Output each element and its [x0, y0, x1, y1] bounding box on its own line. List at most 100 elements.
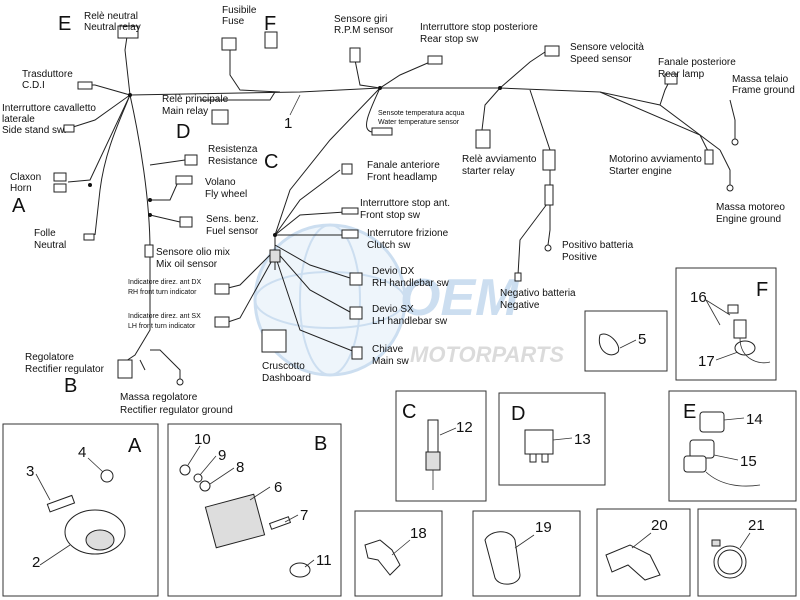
- panel-d-number-13: 13: [574, 431, 591, 448]
- fuel-sensor-connector-icon: [179, 216, 193, 228]
- panel-c-letter: C: [402, 401, 416, 423]
- harness-wires: [67, 29, 736, 380]
- panel-a-number-3: 3: [26, 463, 34, 480]
- battery-fuse-icon: [544, 184, 554, 206]
- panel-e-letter: E: [683, 401, 696, 423]
- battery-negative-label-it: Negativo batteria: [500, 288, 576, 299]
- panel-a-number-2: 2: [32, 554, 40, 571]
- water-temp-connector-icon: [371, 127, 393, 136]
- fuse-label-en: Fuse: [222, 16, 245, 27]
- panel-f: F 16 17: [675, 267, 777, 381]
- panel-b-number-11: 11: [316, 552, 332, 569]
- side-stand-label-it1: Interruttore cavalletto: [2, 103, 96, 114]
- regulator-label-it: Regolatore: [25, 352, 74, 363]
- key-switch-label-en: Main sw: [372, 356, 409, 367]
- lh-indicator-connector-icon: [214, 316, 230, 328]
- water-temp-label-en: Water temperature sensor: [378, 119, 460, 126]
- frame-ground-label-en: Frame ground: [732, 85, 795, 96]
- clutch-label-it: Interrutore frizione: [367, 228, 449, 239]
- resistance-label-it: Resistenza: [208, 144, 258, 155]
- panel-b: B 6 7 8 9 10 11: [167, 423, 342, 597]
- panel-20-number: 20: [651, 517, 668, 534]
- neutral-relay-socket-icon: [689, 439, 715, 459]
- main-relay-connector-icon: [211, 109, 229, 125]
- cdi-connector-icon: [77, 81, 93, 90]
- oil-sensor-connector-icon: [144, 244, 154, 258]
- engine-ground-label-it: Massa motoreo: [716, 202, 785, 213]
- battery-positive-label-it: Positivo batteria: [562, 240, 634, 251]
- main-relay-label-it: Relè principale: [162, 94, 229, 105]
- resistance-connector-icon: [184, 154, 198, 166]
- rh-handlebar-label-en: RH handlebar sw: [372, 278, 449, 289]
- rh-indicator-label-it: Indicatore direz. ant DX: [128, 279, 201, 286]
- rpm-sensor-connector-icon: [349, 47, 361, 63]
- headlamp-label-en: Front headlamp: [367, 172, 437, 183]
- fuse-label-it: Fusibile: [222, 5, 257, 16]
- flywheel-label-en: Fly wheel: [205, 189, 247, 200]
- engine-ground-terminal-icon: [726, 184, 734, 192]
- rear-stop-connector-icon: [427, 55, 443, 65]
- regulator-bolt-icon: [268, 516, 292, 530]
- panel-21: 21: [697, 508, 797, 597]
- rpm-label-en: R.P.M sensor: [334, 25, 394, 36]
- harness-bracket-icon: [364, 539, 401, 576]
- panel-18: 18: [354, 510, 443, 597]
- key-switch-connector-icon: [351, 346, 363, 360]
- lh-handlebar-label-it: Devio SX: [372, 304, 414, 315]
- panel-5-number: 5: [638, 331, 646, 348]
- clutch-connector-icon: [341, 229, 359, 239]
- rear-lamp-label-en: Rear lamp: [658, 69, 705, 80]
- side-stand-label-it2: laterale: [2, 114, 35, 125]
- lh-handlebar-connector-icon: [349, 306, 363, 320]
- starter-relay-label-en: starter relay: [462, 166, 515, 177]
- rear-lamp-connector-icon: [664, 73, 678, 85]
- panel-c: C 12: [395, 390, 487, 502]
- panel-b-number-9: 9: [218, 447, 226, 464]
- fuse-icon: [264, 31, 278, 49]
- dashboard-label-en: Dashboard: [262, 373, 311, 384]
- letter-d-callout: D: [176, 121, 190, 143]
- starter-relay-label-it: Relè avviamento: [462, 154, 537, 165]
- component-labels: Relè neutral Neutral relay Fusibile Fuse…: [2, 5, 795, 416]
- speed-sensor-label-it: Sensore velocità: [570, 42, 644, 53]
- neutral-relay-label-en: Neutral relay: [84, 22, 141, 33]
- horn-label-en: Horn: [10, 183, 32, 194]
- neutral-relay-part-icon: [699, 411, 725, 433]
- nut-icon: [199, 480, 211, 492]
- cdi-label-en: C.D.I: [22, 80, 45, 91]
- headlamp-connector-icon: [341, 163, 353, 175]
- letter-f-callout: F: [264, 13, 276, 35]
- cable-clip-icon: [605, 544, 661, 581]
- cdi-label-it: Trasduttore: [22, 69, 73, 80]
- fuse-part-icon: [727, 304, 739, 314]
- flywheel-label-it: Volano: [205, 177, 236, 188]
- battery-positive-label-en: Positive: [562, 252, 597, 263]
- regulator-ground-label-it: Massa regolatore: [120, 392, 198, 403]
- clutch-label-en: Clutch sw: [367, 240, 411, 251]
- speed-sensor-connector-icon: [544, 45, 560, 57]
- rear-lamp-label-it: Fanale posteriore: [658, 57, 736, 68]
- horn-connector-icon-2: [53, 183, 67, 193]
- harness-number: 1: [284, 115, 292, 132]
- neutral-label-it: Folle: [34, 228, 56, 239]
- panel-19-number: 19: [535, 519, 552, 536]
- regulator-ground-terminal-icon: [176, 378, 184, 386]
- frame-ground-label-it: Massa telaio: [732, 74, 789, 85]
- front-stop-label-en: Front stop sw: [360, 210, 421, 221]
- resistance-label-en: Resistance: [208, 156, 258, 167]
- horn-nut-icon: [100, 469, 114, 483]
- starter-relay-connector-icon: [475, 129, 491, 149]
- panel-c-number-12: 12: [456, 419, 473, 436]
- starter-connector-icon: [704, 149, 714, 165]
- panel-a: A 2 3 4: [2, 423, 159, 597]
- panel-b-letter: B: [314, 433, 327, 455]
- starter-label-it: Motorino avviamento: [609, 154, 702, 165]
- cable-tie-icon: [598, 333, 620, 356]
- rear-stop-label-en: Rear stop sw: [420, 34, 479, 45]
- neutral-relay-label-it: Relè neutral: [84, 11, 138, 22]
- battery-positive-terminal-icon: [544, 244, 552, 252]
- letter-e-callout: E: [58, 13, 71, 35]
- harness-leader-line: [289, 94, 301, 116]
- panel-5: 5: [584, 310, 668, 372]
- panel-d-letter: D: [511, 403, 525, 425]
